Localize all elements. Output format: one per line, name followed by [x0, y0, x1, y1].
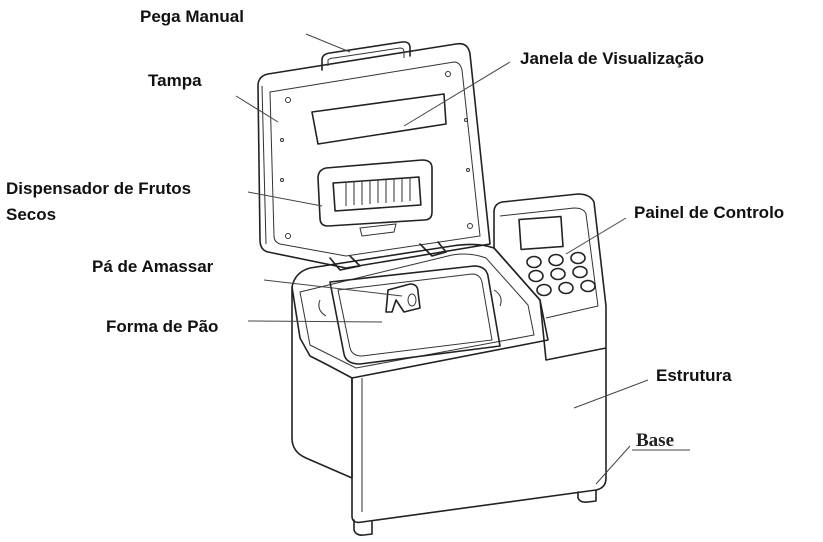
- label-housing: Estrutura: [656, 366, 732, 385]
- label-bread-pan: Forma de Pão: [106, 317, 218, 336]
- label-control-panel: Painel de Controlo: [634, 203, 784, 222]
- label-lid: Tampa: [148, 71, 202, 90]
- label-dispenser-line2: Secos: [6, 205, 56, 224]
- kneading-paddle: [385, 283, 421, 313]
- handle: [321, 41, 411, 71]
- bread-pan: [318, 265, 502, 365]
- label-handle: Pega Manual: [140, 7, 244, 26]
- lid: [257, 42, 491, 271]
- label-base: Base: [636, 430, 674, 451]
- label-kneading-paddle: Pá de Amassar: [92, 257, 214, 276]
- control-buttons: [526, 251, 596, 297]
- viewing-window: [311, 93, 447, 145]
- dispenser: [317, 159, 433, 237]
- label-dispenser-line1: Dispensador de Frutos: [6, 179, 191, 198]
- label-viewing-window: Janela de Visualização: [520, 49, 704, 68]
- control-panel-housing: [493, 193, 607, 361]
- leader-lines: [235, 33, 649, 485]
